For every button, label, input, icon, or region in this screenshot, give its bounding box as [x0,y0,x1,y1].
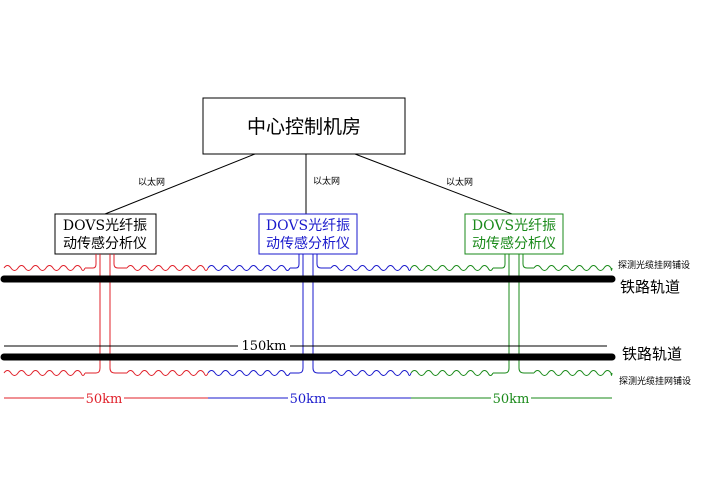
analyzer-1: DOVS光纤振 动传感分析仪 [54,213,157,255]
fiber-drop [85,254,97,269]
total-length-bg [238,338,290,353]
fiber-cable-wave [207,265,291,271]
cable-label-bottom: 探测光缆挂网铺设 [619,375,691,387]
link-label-mid: 以太网 [313,175,340,187]
fiber-drop [290,254,300,269]
segment-bg-2 [288,391,328,405]
fiber-cable-wave [410,265,494,271]
cable-label-top: 探测光缆挂网铺设 [618,259,690,271]
link-label-left: 以太网 [138,176,165,188]
center-box [202,97,406,155]
center-label: 中心控制机房 [247,116,361,138]
segment-bg-1 [84,391,124,405]
analyzer-3: DOVS光纤振 动传感分析仪 [464,213,564,255]
segment-label-3: 50km [493,392,530,407]
fiber-cable-wave [3,265,86,271]
link-line-left [104,153,256,215]
fiber-drop [290,254,304,374]
fiber-drop [113,254,127,269]
fiber-drop [493,254,506,269]
segment-label-2: 50km [290,392,327,407]
analyzer-3-line2: 动传感分析仪 [472,235,556,252]
fiber-cable-wave [533,265,613,271]
fiber-drop [85,254,101,374]
fiber-drop [493,254,510,374]
analyzer-2-line2: 动传感分析仪 [266,235,350,252]
analyzer-1-line1: DOVS光纤振 [63,218,147,234]
analyzer-1-line2: 动传感分析仪 [63,235,147,252]
fiber-drop [518,254,534,374]
fiber-drop [316,254,331,269]
analyzer-box-3 [464,213,564,255]
rail-label-bottom: 铁路轨道 [622,345,682,363]
fiber-cable-wave [126,265,209,271]
fiber-cable-wave [207,370,291,376]
analyzer-2-line1: DOVS光纤振 [266,218,350,234]
analyzer-box-1 [54,213,157,255]
analyzer-2: DOVS光纤振 动传感分析仪 [258,213,358,255]
fiber-drop [522,254,534,269]
analyzer-3-line1: DOVS光纤振 [472,218,556,234]
link-line-right [354,153,513,215]
fiber-cable-wave [3,370,86,376]
fiber-drop [109,254,127,374]
fiber-cables [3,265,613,376]
fiber-cable-wave [330,265,412,271]
total-length-label: 150km [241,339,286,354]
fiber-cable-wave [410,370,494,376]
fiber-drop [312,254,331,374]
fiber-cable-wave [533,370,613,376]
ethernet-links [104,153,513,215]
fiber-cable-wave [126,370,209,376]
segment-label-1: 50km [86,392,123,407]
segment-bg-3 [491,391,531,405]
rail-label-top: 铁路轨道 [620,278,680,296]
analyzer-box-2 [258,213,358,255]
link-label-right: 以太网 [446,176,473,188]
fiber-drops [85,254,534,374]
fiber-cable-wave [330,370,412,376]
